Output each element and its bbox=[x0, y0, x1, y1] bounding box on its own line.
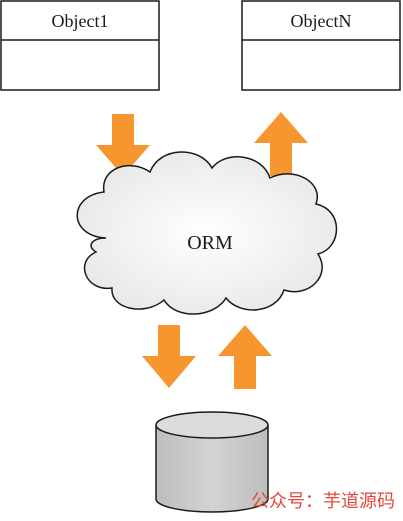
database-icon bbox=[155, 411, 269, 513]
watermark-text: 公众号：芋道源码 bbox=[251, 491, 395, 512]
objectn-title: ObjectN bbox=[291, 11, 352, 31]
arrow-up-icon bbox=[218, 325, 272, 389]
arrow-down-icon bbox=[96, 114, 150, 176]
object1-title: Object1 bbox=[52, 11, 109, 31]
objectn-box: ObjectN bbox=[241, 0, 401, 91]
object1-box: Object1 bbox=[0, 0, 160, 91]
orm-label: ORM bbox=[187, 232, 233, 254]
arrow-down-icon bbox=[142, 325, 196, 388]
cloud-icon: ORM bbox=[76, 151, 338, 315]
arrow-up-icon bbox=[254, 112, 308, 176]
